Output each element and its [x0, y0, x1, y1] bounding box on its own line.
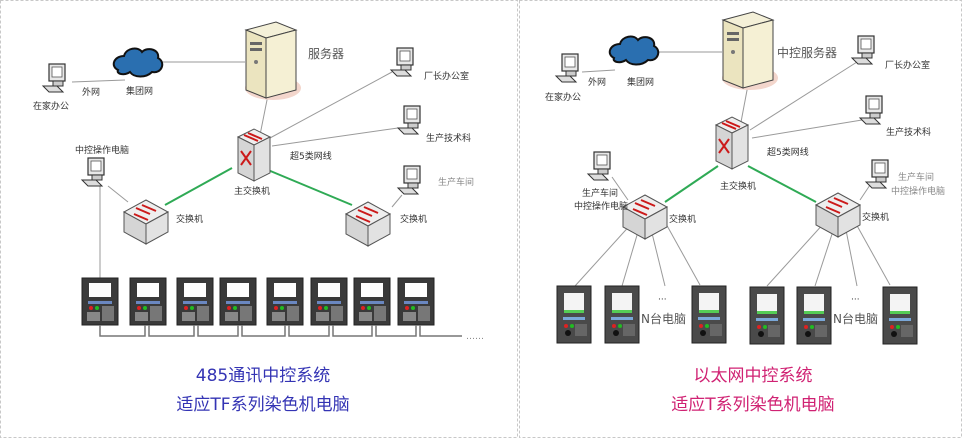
server-label: 服务器	[308, 46, 344, 61]
left-caption-line1: 485通讯中控系统	[196, 366, 330, 386]
dyeing-terminal-icon	[796, 286, 832, 345]
control-server-icon	[721, 11, 779, 91]
director-office-label: 厂长办公室	[885, 59, 930, 71]
left-switch-label: 交换机	[176, 213, 203, 225]
main-switch-icon	[715, 116, 749, 170]
dyeing-terminal-icon	[882, 286, 918, 345]
control-server-label: 中控服务器	[777, 45, 837, 60]
group-network-label: 集团网	[126, 85, 153, 97]
workshop-pc-label-1: 生产车间	[898, 171, 934, 183]
home-office-label: 在家办公	[33, 100, 69, 112]
group-network-cloud-icon	[112, 47, 164, 78]
tech-dept-label: 生产技术科	[426, 132, 471, 144]
main-switch-icon	[237, 128, 271, 182]
workshop-label: 生产车间	[438, 176, 474, 188]
left-switch-icon	[123, 199, 169, 245]
tech-dept-pc-icon	[859, 95, 883, 125]
main-switch-label: 主交换机	[720, 180, 756, 192]
tech-dept-pc-icon	[397, 105, 421, 135]
workshop-pc-label-2: 中控操作电脑	[891, 185, 945, 197]
right-switch-label: 交换机	[862, 211, 889, 223]
n-machines-label-right: N台电脑	[833, 311, 878, 326]
right-panel: 在家办公 外网 集团网 中控服务器 厂长办公室 生产技术科 超5类网线 主交换机…	[545, 11, 945, 415]
home-office-pc-icon	[42, 63, 66, 93]
left-panel: 在家办公 外网 集团网 服务器 厂长办公室 生产技术科 超5类网线 主交换机 中…	[33, 21, 484, 415]
dyeing-terminal-icon	[81, 277, 119, 326]
group-network-cloud-icon	[608, 35, 660, 66]
dyeing-terminal-icon	[176, 277, 214, 326]
main-switch-label: 主交换机	[234, 185, 270, 197]
left-switch-icon	[622, 194, 668, 240]
cable-label: 超5类网线	[767, 146, 809, 158]
right-switch-label: 交换机	[400, 213, 427, 225]
server-icon	[244, 21, 302, 101]
dyeing-terminal-icon	[691, 285, 727, 344]
home-office-pc-icon	[555, 53, 579, 83]
workshop-control-pc-icon	[587, 151, 611, 181]
dyeing-terminal-icon	[266, 277, 304, 326]
n-machines-label-left: N台电脑	[641, 311, 686, 326]
control-pc-icon	[81, 157, 105, 187]
dyeing-terminal-icon	[397, 277, 435, 326]
workshop-control-pc-icon	[865, 159, 889, 189]
dyeing-terminal-icon	[604, 285, 640, 344]
director-office-pc-icon	[390, 47, 414, 77]
dyeing-terminal-icon	[749, 286, 785, 345]
right-switch-icon	[815, 192, 861, 238]
control-pc-label: 中控操作电脑	[75, 144, 129, 156]
workshop-pc-icon	[397, 165, 421, 195]
workshop-pc-label-2: 中控操作电脑	[574, 200, 628, 212]
group-network-label: 集团网	[627, 76, 654, 88]
dyeing-terminal-icon	[310, 277, 348, 326]
left-switch-label: 交换机	[669, 213, 696, 225]
left-caption-line2: 适应TF系列染色机电脑	[176, 395, 349, 415]
bus-ellipsis: ……	[466, 332, 484, 342]
ellipsis-right: ···	[851, 295, 860, 305]
terminal-row-ethernet: ··· N台电脑 ··· N台电脑	[556, 285, 918, 345]
right-switch-icon	[345, 201, 391, 247]
external-network-label: 外网	[82, 86, 100, 98]
right-caption-line1: 以太网中控系统	[694, 366, 813, 386]
dyeing-terminal-icon	[129, 277, 167, 326]
dyeing-terminal-icon	[219, 277, 257, 326]
right-caption-line2: 适应T系列染色机电脑	[671, 395, 834, 415]
home-office-label: 在家办公	[545, 91, 581, 103]
dyeing-terminal-icon	[353, 277, 391, 326]
ellipsis-left: ···	[658, 295, 667, 305]
rs485-bus-line	[99, 325, 462, 337]
workshop-pc-label-1: 生产车间	[582, 187, 618, 199]
external-network-label: 外网	[588, 76, 606, 88]
tech-dept-label: 生产技术科	[886, 126, 931, 138]
terminal-row-485: ……	[81, 277, 484, 342]
cable-label: 超5类网线	[290, 150, 332, 162]
dyeing-terminal-icon	[556, 285, 592, 344]
director-office-pc-icon	[851, 35, 875, 65]
director-office-label: 厂长办公室	[424, 70, 469, 82]
